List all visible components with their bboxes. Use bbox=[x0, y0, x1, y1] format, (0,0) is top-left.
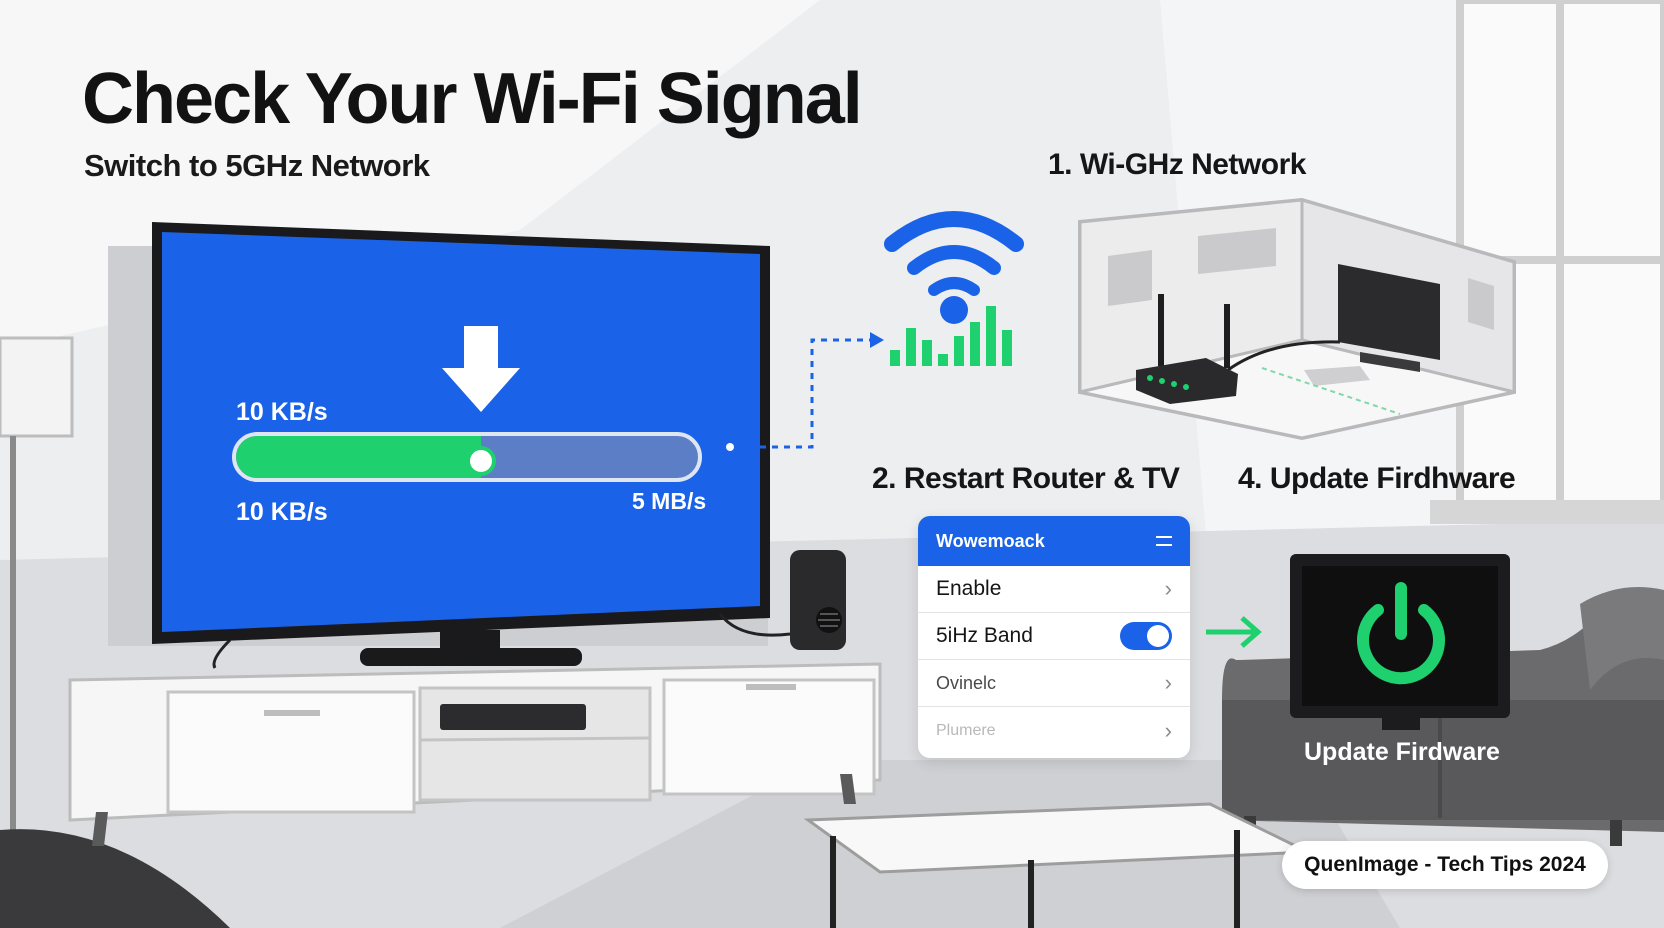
page-title: Check Your Wi-Fi Signal bbox=[82, 59, 863, 139]
settings-card-title: Wowemoack bbox=[936, 530, 1045, 551]
tv-stand bbox=[68, 662, 882, 846]
page-subtitle: Switch to 5GHz Network bbox=[84, 148, 430, 183]
band-toggle[interactable] bbox=[1120, 622, 1172, 650]
progress-knob[interactable] bbox=[465, 446, 496, 476]
menu-icon[interactable] bbox=[1156, 536, 1172, 546]
floor-lamp bbox=[0, 336, 74, 836]
settings-row-label: Enable bbox=[936, 577, 1002, 600]
settings-row-label: Plumere bbox=[936, 721, 996, 739]
settings-row-enable[interactable]: Enable › bbox=[918, 566, 1190, 613]
speed-right-label: 5 MB/s bbox=[632, 488, 707, 514]
wifi-icon bbox=[884, 211, 1024, 296]
power-icon bbox=[1357, 582, 1445, 685]
download-arrow-icon bbox=[442, 326, 520, 412]
step-4-label: 4. Update Firdhware bbox=[1238, 462, 1516, 495]
settings-row-band[interactable]: 5iHz Band bbox=[918, 613, 1190, 660]
settings-card-header: Wowemoack bbox=[918, 516, 1190, 566]
settings-row-label: Ovinelc bbox=[936, 672, 997, 693]
speed-top-label: 10 KB/s bbox=[236, 398, 328, 426]
settings-row-other[interactable]: Plumere › bbox=[918, 707, 1190, 754]
speed-left-label: 10 KB/s bbox=[236, 498, 328, 526]
step-1-label: 1. Wi-GHz Network bbox=[1048, 148, 1306, 181]
monitor bbox=[1290, 554, 1510, 730]
chevron-right-icon: › bbox=[1164, 717, 1172, 743]
router-settings-card: Wowemoack Enable › 5iHz Band Ovinelc › P… bbox=[918, 516, 1190, 758]
monitor-label: Update Firdware bbox=[1304, 738, 1500, 766]
download-progress-bar bbox=[232, 432, 702, 482]
armchair bbox=[0, 829, 230, 928]
settings-row-label: 5iHz Band bbox=[936, 624, 1033, 647]
step-2-label: 2. Restart Router & TV bbox=[872, 462, 1180, 495]
dashed-connector bbox=[726, 332, 884, 451]
settings-row-channel[interactable]: Ovinelc › bbox=[918, 660, 1190, 707]
footer-badge: QuenImage - Tech Tips 2024 bbox=[1282, 841, 1608, 889]
speaker bbox=[718, 550, 846, 650]
chevron-right-icon: › bbox=[1164, 670, 1172, 695]
signal-bars-icon bbox=[890, 306, 1012, 366]
arrow-right-icon bbox=[1206, 616, 1262, 648]
chevron-right-icon: › bbox=[1164, 576, 1172, 601]
wifi-dot bbox=[940, 296, 968, 324]
progress-fill bbox=[236, 436, 481, 478]
router-icon bbox=[1136, 294, 1238, 404]
